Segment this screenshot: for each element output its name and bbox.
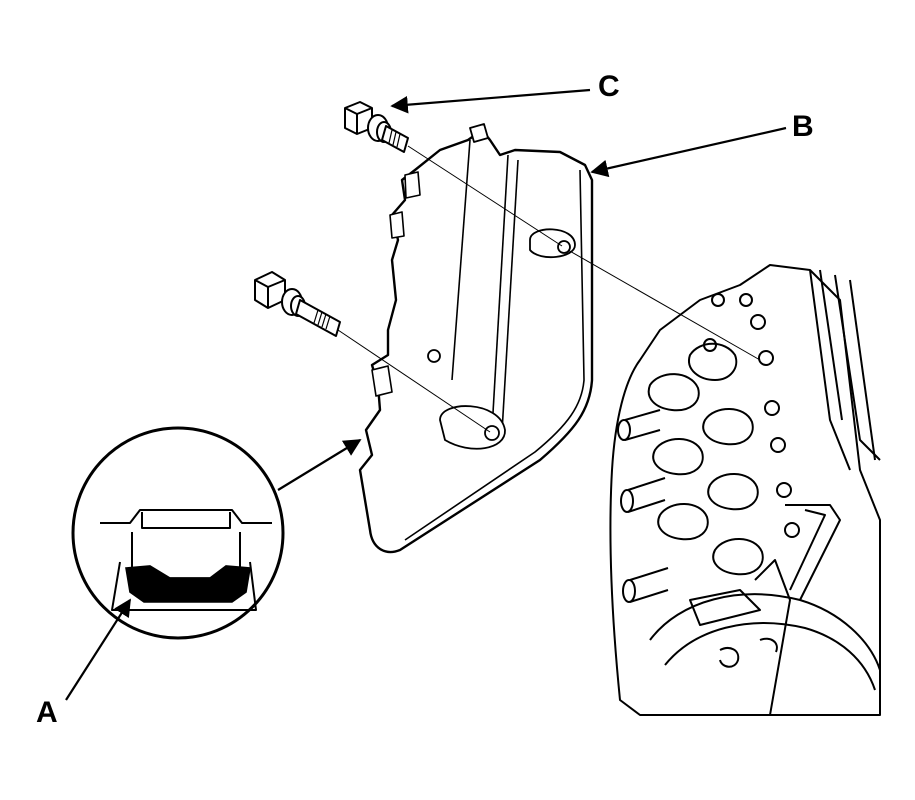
arrow-a: [65, 598, 131, 701]
arrow-detail: [277, 439, 362, 491]
seal-detail-view: [71, 426, 285, 640]
alignment-lines: [337, 145, 761, 433]
callout-label-b: B: [792, 110, 814, 143]
arrow-c: [390, 88, 591, 114]
callout-label-c: C: [598, 70, 620, 103]
callout-label-a: A: [36, 696, 58, 729]
engine-head: [609, 264, 881, 716]
bolt-c-upper: [344, 101, 409, 153]
cover-b: [358, 123, 594, 554]
arrow-b: [590, 126, 787, 178]
leader-arrows: [65, 88, 787, 701]
bolt-lower: [254, 271, 341, 337]
